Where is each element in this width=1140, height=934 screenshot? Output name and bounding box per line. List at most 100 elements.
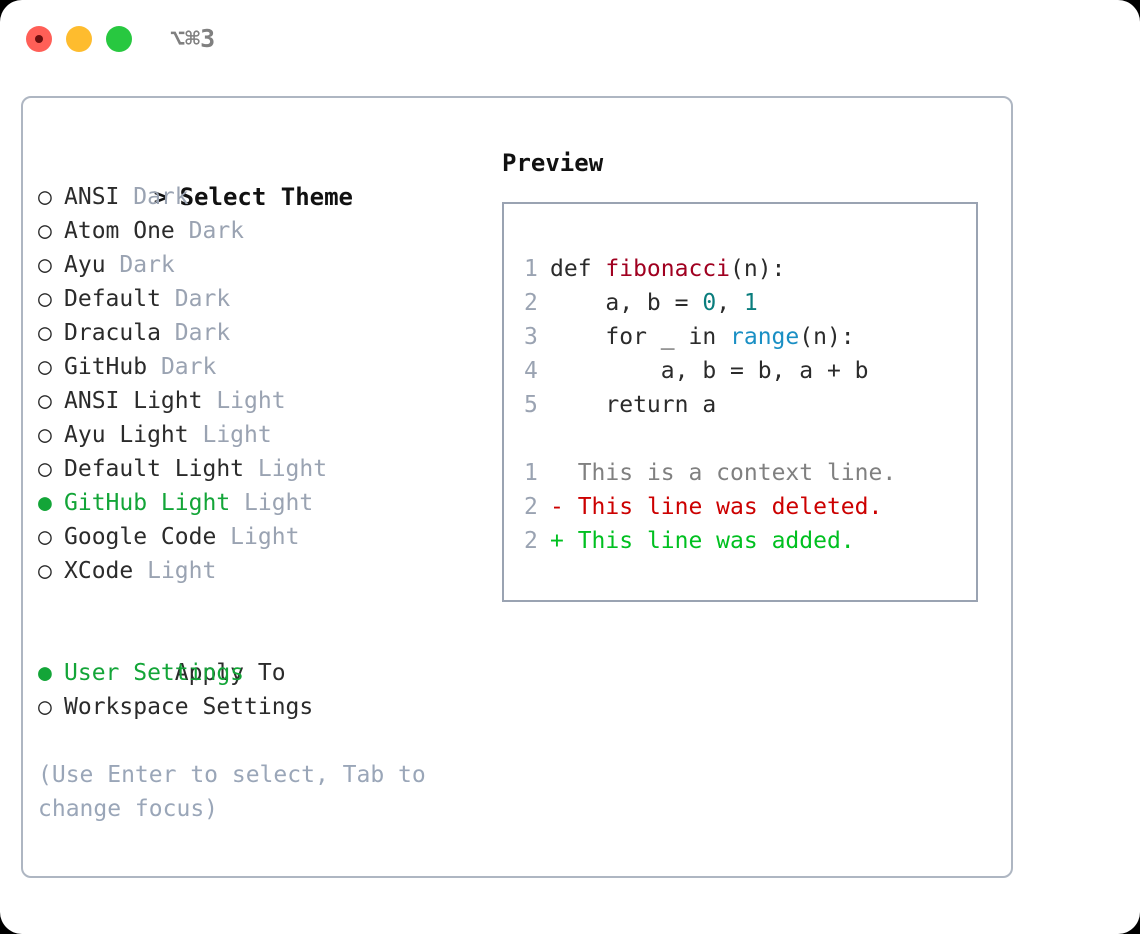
diff-line: 2 + This line was added. bbox=[524, 524, 976, 558]
diff-line: 2- This line was deleted. bbox=[524, 490, 976, 524]
code-line: 3 for _ in range(n): bbox=[524, 320, 976, 354]
theme-variant-badge: Light bbox=[133, 558, 217, 584]
theme-row[interactable]: ●GitHub Light Light bbox=[38, 486, 478, 520]
radio-unselected-icon[interactable]: ○ bbox=[38, 422, 52, 448]
line-number: 2 bbox=[524, 290, 538, 316]
theme-column: > Select Theme ○ ANSI Dark ○ Atom One Dark ○ A… bbox=[38, 146, 478, 826]
close-window-button[interactable] bbox=[26, 26, 52, 52]
radio-unselected-icon[interactable]: ○ bbox=[38, 524, 52, 550]
theme-row[interactable]: ○ Ayu Light Light bbox=[38, 418, 478, 452]
theme-name: Ayu Light bbox=[64, 422, 189, 448]
code-token: , bbox=[716, 290, 744, 316]
theme-name: Google Code bbox=[64, 524, 217, 550]
line-number: 4 bbox=[524, 358, 538, 384]
code-token: (n): bbox=[799, 324, 855, 350]
theme-list[interactable]: ○ ANSI Dark ○ Atom One Dark ○ Ayu Dark ○ Defaul… bbox=[38, 180, 478, 588]
line-number: 2 bbox=[524, 494, 538, 520]
theme-row[interactable]: ○ Ayu Dark bbox=[38, 248, 478, 282]
diff-text: This is a context line. bbox=[577, 460, 897, 486]
code-line: 5 return a bbox=[524, 388, 976, 422]
radio-unselected-icon[interactable]: ○ bbox=[38, 218, 52, 244]
code-token: a, b = b, a + b bbox=[550, 358, 869, 384]
theme-row[interactable]: ○ANSI Dark bbox=[38, 180, 478, 214]
radio-unselected-icon[interactable]: ○ bbox=[38, 320, 52, 346]
theme-variant-badge: Dark bbox=[105, 252, 175, 278]
theme-name: GitHub bbox=[64, 354, 148, 380]
minimize-window-button[interactable] bbox=[66, 26, 92, 52]
radio-unselected-icon[interactable]: ○ bbox=[38, 456, 52, 482]
diff-text: This line was added. bbox=[577, 528, 855, 554]
diff-sign bbox=[550, 460, 578, 486]
theme-variant-badge: Light bbox=[244, 456, 328, 482]
apply-to-name: Workspace Settings bbox=[64, 694, 314, 720]
line-number: 1 bbox=[524, 460, 538, 486]
code-token: a, b = bbox=[550, 290, 703, 316]
radio-unselected-icon[interactable]: ○ bbox=[38, 694, 52, 720]
theme-name: Default bbox=[64, 286, 161, 312]
theme-name: Ayu bbox=[64, 252, 106, 278]
theme-row[interactable]: ○ XCode Light bbox=[38, 554, 478, 588]
line-number: 3 bbox=[524, 324, 538, 350]
theme-row[interactable]: ○ Atom One Dark bbox=[38, 214, 478, 248]
apply-to-name: User Settings bbox=[64, 660, 245, 686]
theme-row[interactable]: ○ Default Light Light bbox=[38, 452, 478, 486]
theme-row[interactable]: ○ GitHub Dark bbox=[38, 350, 478, 384]
code-line: 4 a, b = b, a + b bbox=[524, 354, 976, 388]
theme-name: ANSI Light bbox=[64, 388, 203, 414]
diff-sample: 1 This is a context line. 2- This line wa… bbox=[524, 456, 976, 558]
theme-variant-badge: Light bbox=[230, 490, 314, 516]
theme-variant-badge: Dark bbox=[147, 354, 217, 380]
radio-unselected-icon[interactable]: ○ bbox=[38, 558, 52, 584]
theme-variant-badge: Dark bbox=[160, 320, 231, 346]
theme-variant-badge: Dark bbox=[174, 218, 245, 244]
radio-unselected-icon[interactable]: ○ bbox=[38, 388, 52, 414]
theme-name: ANSI bbox=[64, 184, 120, 210]
theme-name: XCode bbox=[64, 558, 134, 584]
radio-unselected-icon[interactable]: ○ bbox=[38, 184, 52, 210]
prompt-caret-icon: > bbox=[153, 183, 169, 211]
apply-to-header: Apply To bbox=[38, 622, 478, 686]
diff-text: This line was deleted. bbox=[577, 494, 883, 520]
code-token: 1 bbox=[743, 290, 758, 316]
theme-row[interactable]: ○ Default Dark bbox=[38, 282, 478, 316]
line-number: 1 bbox=[524, 256, 538, 282]
code-token: range bbox=[730, 324, 800, 350]
radio-selected-icon[interactable]: ● bbox=[38, 490, 52, 516]
apply-to-row[interactable]: ○ Workspace Settings bbox=[38, 690, 478, 724]
keyboard-shortcut-label: ⌥⌘3 bbox=[170, 24, 216, 53]
apply-to-list[interactable]: ● User Settings ○ Workspace Settings bbox=[38, 656, 478, 724]
maximize-window-button[interactable] bbox=[106, 26, 132, 52]
apply-to-row[interactable]: ● User Settings bbox=[38, 656, 478, 690]
diff-sign: + bbox=[550, 528, 578, 554]
theme-name: Dracula bbox=[64, 320, 161, 346]
radio-selected-icon[interactable]: ● bbox=[38, 660, 52, 686]
theme-row[interactable]: ○ Dracula Dark bbox=[38, 316, 478, 350]
code-token: fibonacci bbox=[605, 256, 731, 282]
line-number: 2 bbox=[524, 528, 538, 554]
line-number: 5 bbox=[524, 392, 538, 418]
code-diff-spacer bbox=[524, 422, 976, 456]
radio-unselected-icon[interactable]: ○ bbox=[38, 286, 52, 312]
radio-unselected-icon[interactable]: ○ bbox=[38, 252, 52, 278]
theme-row[interactable]: ○ Google Code Light bbox=[38, 520, 478, 554]
code-token: (n): bbox=[730, 256, 786, 282]
theme-list-header: > Select Theme bbox=[38, 146, 478, 211]
theme-name: Default Light bbox=[64, 456, 245, 482]
title-bar: ⌥⌘3 bbox=[0, 0, 1140, 76]
diff-sign: - bbox=[550, 494, 578, 520]
theme-list-header-label: Select Theme bbox=[179, 183, 353, 211]
theme-variant-badge: Light bbox=[216, 524, 300, 550]
theme-variant-badge: Light bbox=[202, 388, 286, 414]
theme-variant-badge: Light bbox=[188, 422, 272, 448]
code-token: for _ in bbox=[550, 324, 731, 350]
theme-row[interactable]: ○ ANSI Light Light bbox=[38, 384, 478, 418]
theme-variant-badge: Dark bbox=[160, 286, 231, 312]
code-line: 2 a, b = 0, 1 bbox=[524, 286, 976, 320]
code-token: return a bbox=[550, 392, 717, 418]
theme-name: Atom One bbox=[64, 218, 175, 244]
radio-unselected-icon[interactable]: ○ bbox=[38, 354, 52, 380]
